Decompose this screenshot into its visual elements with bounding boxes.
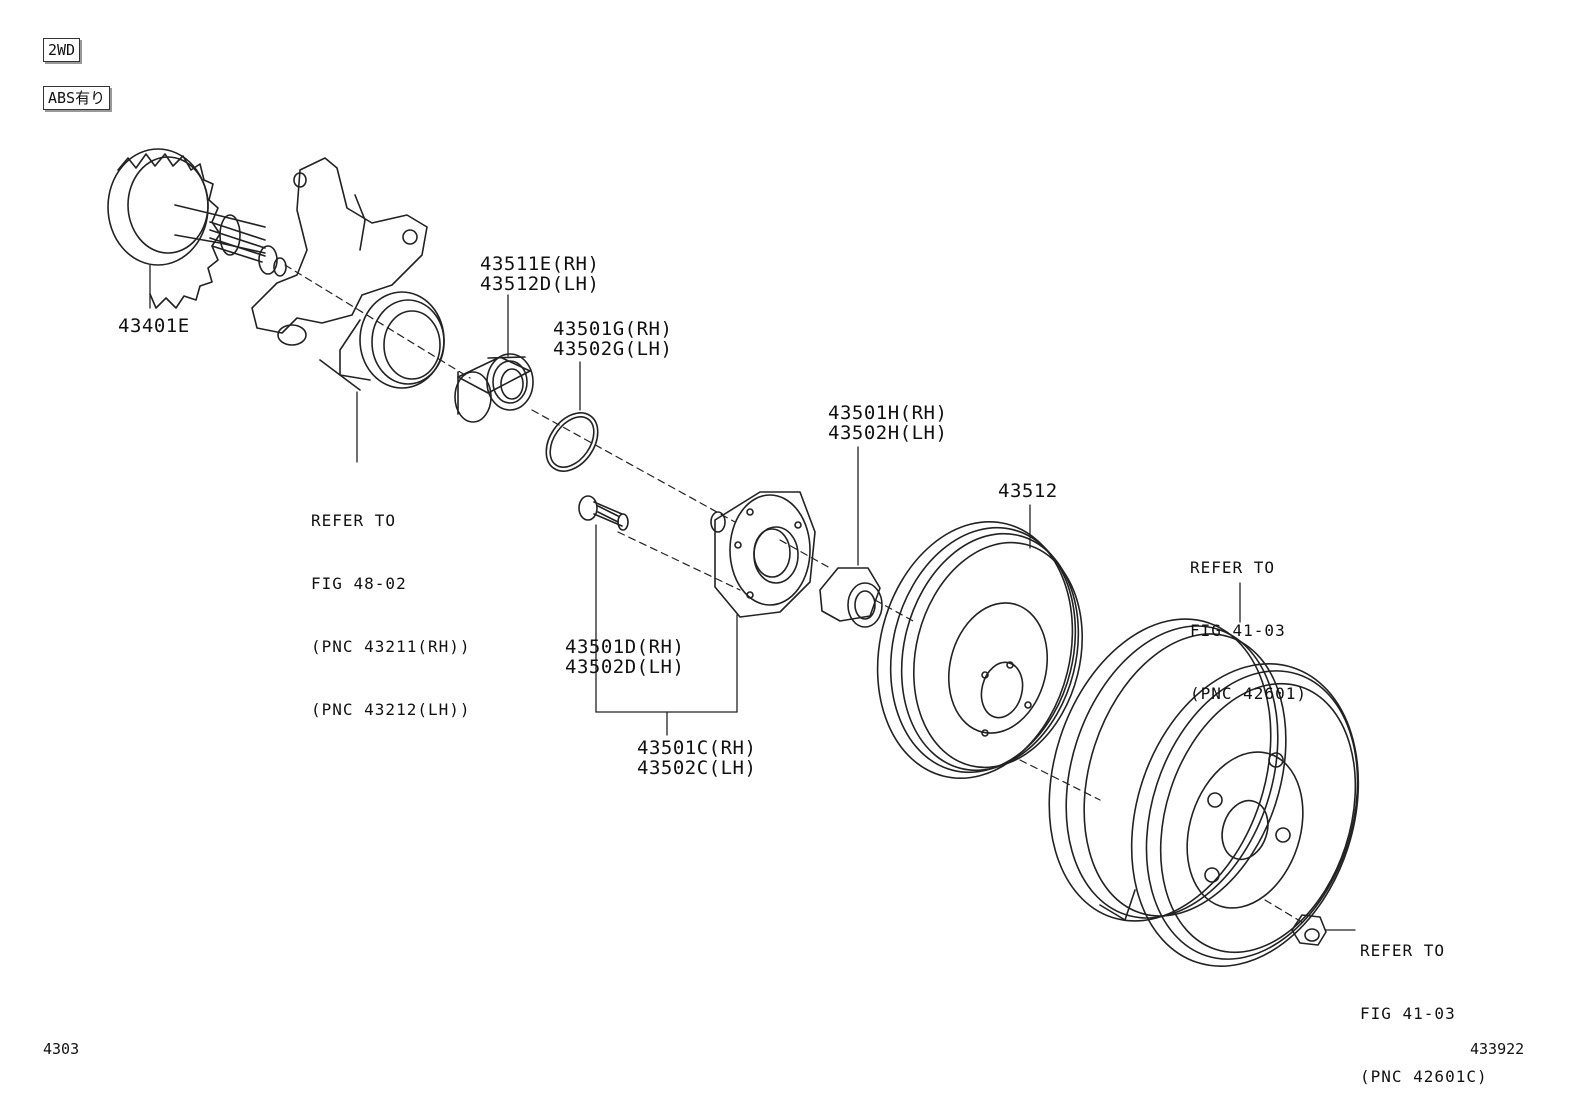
wheel-nut — [1291, 914, 1327, 946]
part-label-43512d: 43512D(LH) — [480, 273, 600, 295]
ref-knuckle-line3: (PNC 43211(RH)) — [311, 637, 471, 656]
ref-note-wheel: REFER TO FIG 41-03 (PNC 42601) — [1190, 515, 1307, 725]
part-label-43512: 43512 — [998, 480, 1058, 502]
snap-ring — [545, 412, 599, 472]
part-label-43502h: 43502H(LH) — [828, 422, 948, 444]
steering-knuckle — [251, 157, 445, 391]
ref-wheel-line1: REFER TO — [1190, 558, 1276, 577]
wheel-rim — [1048, 618, 1360, 967]
part-label-43401e: 43401E — [118, 315, 190, 337]
part-label-43501d: 43501D(RH) — [565, 636, 685, 658]
ref-knuckle-line2: FIG 48-02 — [311, 574, 407, 593]
part-label-43511e: 43511E(RH) — [480, 253, 600, 275]
part-label-43502g: 43502G(LH) — [553, 338, 673, 360]
tag-2wd: 2WD — [43, 38, 81, 62]
footer-figure-code: 4303 — [43, 1040, 80, 1058]
part-label-43501c: 43501C(RH) — [637, 737, 757, 759]
ref-note-knuckle: REFER TO FIG 48-02 (PNC 43211(RH)) (PNC … — [311, 468, 471, 741]
ref-nut-line2: FIG 41-03 — [1360, 1004, 1456, 1023]
part-label-43502d: 43502D(LH) — [565, 656, 685, 678]
ref-wheel-line3: (PNC 42601) — [1190, 684, 1307, 703]
footer-illustration-code: 433922 — [1470, 1040, 1525, 1058]
part-label-43501g: 43501G(RH) — [553, 318, 673, 340]
part-label-43502c: 43502C(LH) — [637, 757, 757, 779]
ref-knuckle-line4: (PNC 43212(LH)) — [311, 700, 471, 719]
axle-hub — [710, 491, 816, 618]
hub-bearing — [454, 353, 534, 423]
ref-nut-line3: (PNC 42601C) — [1360, 1067, 1488, 1086]
ref-wheel-line2: FIG 41-03 — [1190, 621, 1286, 640]
ref-note-wheel-nut: REFER TO FIG 41-03 (PNC 42601C) — [1360, 898, 1488, 1108]
tag-abs: ABS有り — [43, 86, 111, 110]
hub-nut — [819, 567, 883, 628]
part-label-43501h: 43501H(RH) — [828, 402, 948, 424]
ref-knuckle-line1: REFER TO — [311, 511, 397, 530]
brake-disc — [876, 520, 1084, 780]
hub-bolt — [578, 495, 629, 531]
ref-nut-line1: REFER TO — [1360, 941, 1446, 960]
drive-shaft-43401e — [107, 148, 287, 309]
